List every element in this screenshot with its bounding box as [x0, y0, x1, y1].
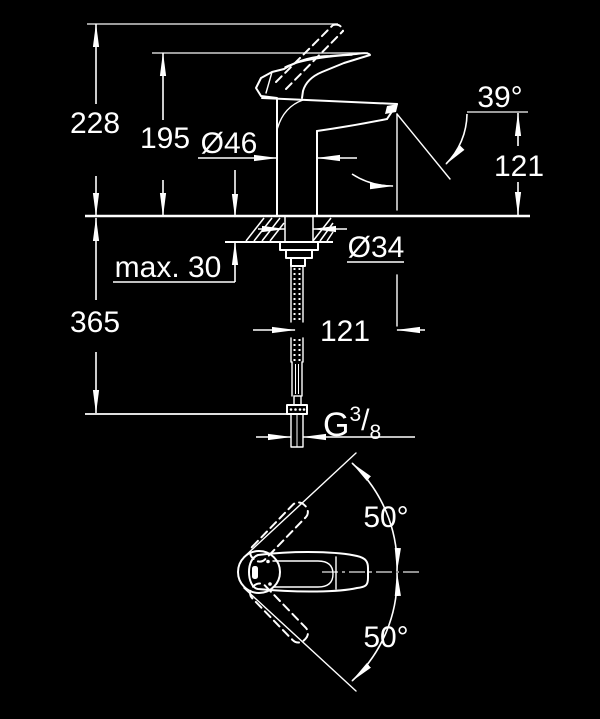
lever-raised-dashed	[275, 23, 344, 90]
mounting-nut	[285, 249, 313, 259]
spout-underside	[316, 118, 388, 132]
handle-top-view	[237, 550, 369, 594]
dim-spout-outlet-height: 121	[494, 112, 544, 216]
swivel-limit-upper-line	[243, 452, 357, 558]
dim-label-spout-outlet-height: 121	[494, 150, 544, 183]
handle-swivel-lower-dashed	[249, 582, 309, 644]
dim-label-thread: G3/8	[323, 403, 381, 444]
swivel-limit-lower-line	[243, 587, 357, 692]
faucet-body	[255, 23, 398, 217]
dim-label-counter-thickness: max. 30	[115, 251, 222, 284]
dim-label-overall-height: 228	[70, 107, 120, 140]
dim-spout-reach: 121	[253, 315, 425, 348]
lever-handle	[255, 52, 371, 99]
mounting-step	[290, 257, 306, 267]
handle-grip-outline	[248, 551, 369, 593]
dim-label-swivel-lower: 50°	[363, 621, 408, 654]
dim-label-hole-diameter: Ø34	[348, 231, 405, 264]
side-view: 228 195 365 Ø46 max. 30	[70, 23, 544, 448]
flow-direction-line	[396, 113, 451, 180]
mounting-hardware	[279, 241, 319, 448]
dim-overall-height: 228	[70, 23, 120, 217]
swivel-arc-upper	[351, 462, 401, 572]
dim-thread: G3/8	[256, 403, 415, 444]
dim-lever-height: 195	[140, 52, 190, 217]
dim-label-spout-angle: 39°	[477, 81, 522, 114]
dim-spout-angle: 39°	[351, 81, 523, 327]
handle-dot-lower	[268, 582, 272, 586]
washer	[279, 241, 319, 251]
aerator	[385, 104, 398, 114]
dim-label-supply-length: 365	[70, 306, 120, 339]
dim-label-lever-height: 195	[140, 122, 190, 155]
body-spout-transition	[276, 99, 304, 131]
dim-label-spout-reach: 121	[320, 315, 370, 348]
handle-swivel-upper-dashed	[249, 501, 309, 563]
deck-hatching	[245, 217, 334, 242]
top-view: 50° 50°	[237, 452, 420, 692]
supply-hose	[286, 361, 308, 448]
swivel-arc-lower	[351, 572, 401, 682]
handle-inner-contour	[272, 560, 334, 588]
handle-dot-upper	[266, 559, 270, 564]
lever-boss-detail	[265, 71, 273, 94]
handle-logo-mark	[252, 566, 258, 579]
spout-top-edge	[261, 97, 398, 105]
dim-counter-thickness: max. 30	[113, 170, 239, 284]
dim-supply-length: 365	[70, 217, 120, 414]
dim-label-body-diameter: Ø46	[201, 127, 258, 160]
handle-pivot-cap	[237, 550, 281, 594]
dim-body-diameter: Ø46	[198, 127, 357, 162]
dim-label-swivel-upper: 50°	[363, 501, 408, 534]
hose-ferrule	[293, 395, 302, 406]
threaded-rod	[290, 265, 304, 363]
